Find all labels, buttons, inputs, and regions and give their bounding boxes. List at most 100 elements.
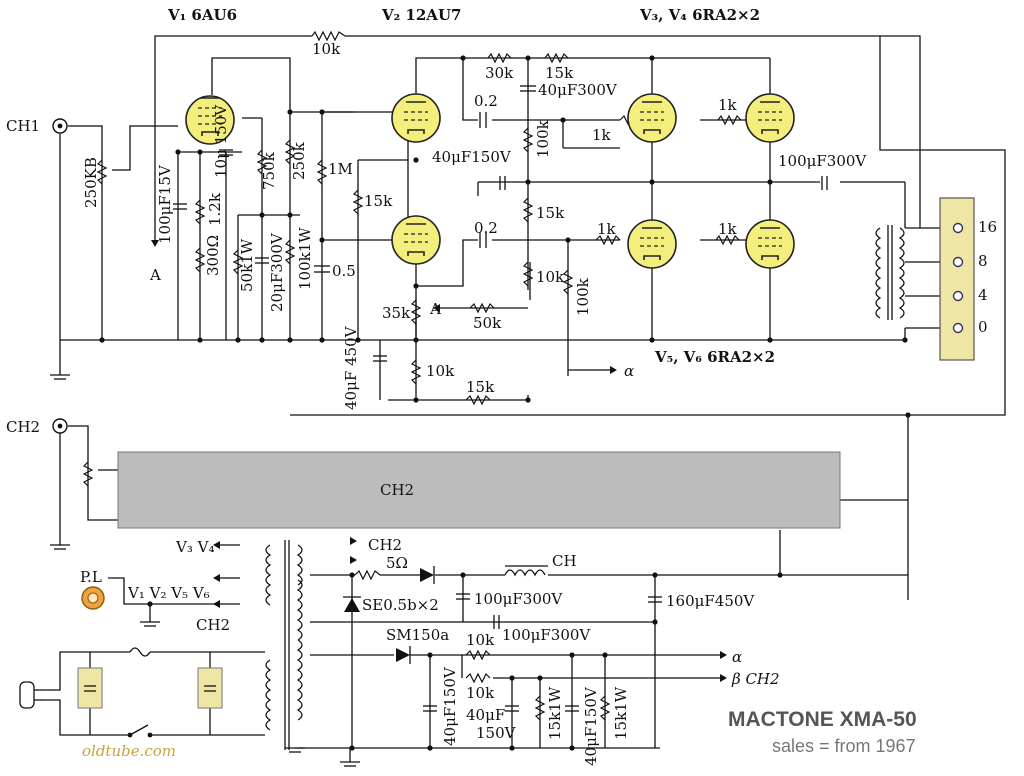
- c-40u-b-label: 40μF: [466, 706, 505, 724]
- resistors: [82, 30, 742, 721]
- c-100uf300-out-label: 100μF300V: [778, 152, 867, 170]
- r-300-label: 300Ω: [204, 235, 222, 276]
- c-40u-b2-label: 150V: [476, 724, 517, 742]
- c-160uf450-label: 160μF450V: [666, 592, 755, 610]
- r-1-2k-label: 1.2k: [206, 192, 224, 226]
- se-diode-label: SE0.5b×2: [362, 596, 439, 614]
- mains-section: [19, 647, 223, 738]
- pilot-lamp: [81, 586, 105, 610]
- tube-v5: [627, 219, 677, 269]
- terminal-4-label: 4: [978, 286, 988, 304]
- tube-v2b: [391, 215, 441, 265]
- pot-10k-label: 10k: [536, 268, 565, 286]
- terminal-0-label: 0: [978, 318, 988, 336]
- c-10u150-label: 10μ 150V: [212, 104, 230, 178]
- r-15k1w-a-label: 15k1W: [546, 686, 564, 740]
- heater-arrows: [151, 240, 727, 682]
- pot-250kb-label: 250KB: [82, 157, 100, 208]
- r-750k-label: 750k: [260, 151, 278, 190]
- model-title: MACTONE XMA-50: [728, 708, 917, 731]
- r-15k-top-label: 15k: [545, 64, 574, 82]
- wiring: [45, 35, 1006, 762]
- v2-title: V₂ 12AU7: [381, 6, 461, 24]
- c-20u300-label: 20μF300V: [268, 232, 286, 312]
- choke-coil: [504, 569, 546, 577]
- r-35k-label: 35k: [382, 304, 411, 322]
- c-40u450-label: 40μF 450V: [342, 325, 360, 410]
- node-a2-label: A: [429, 300, 441, 318]
- choke-label: CH: [552, 552, 577, 570]
- ch2-tap2-label: CH2: [196, 616, 230, 634]
- power-transformer: [265, 540, 303, 750]
- v34-title: V₃, V₄ 6RA2×2: [639, 6, 760, 24]
- v1-title: V₁ 6AU6: [167, 6, 237, 24]
- r-1k-a-label: 1k: [592, 126, 612, 144]
- c-40u150-a-label: 40μF150V: [441, 666, 459, 746]
- c-40uf150-label: 40μF150V: [432, 148, 512, 166]
- v56-title: V₅, V₆ 6RA2×2: [654, 348, 775, 366]
- tubes: [185, 93, 795, 269]
- tube-v3: [627, 93, 677, 143]
- c-100uf15-label: 100μF15V: [156, 164, 174, 244]
- r-15k-v2-label: 15k: [364, 192, 393, 210]
- ch2-tap-label: CH2: [368, 536, 402, 554]
- r-1k-c-label: 1k: [597, 220, 617, 238]
- beta-ch2-label: β CH2: [731, 670, 780, 688]
- c-100uf300-b-label: 100μF300V: [502, 626, 591, 644]
- ch2-label: CH2: [6, 418, 40, 436]
- r-15k-bot-label: 15k: [466, 378, 495, 396]
- r-1m-label: 1M: [328, 160, 353, 178]
- r-1k-d-label: 1k: [718, 220, 738, 238]
- pot-10k-b-label: 10k: [426, 362, 455, 380]
- tube-v6: [745, 219, 795, 269]
- input-jack-ch2[interactable]: [52, 418, 68, 434]
- c-02b-label: 0.2: [474, 219, 498, 237]
- r-15k1w-b-label: 15k1W: [612, 686, 630, 740]
- r-10k-top-label: 10k: [312, 40, 341, 58]
- diodes: [343, 566, 435, 664]
- input-jack-ch1[interactable]: [52, 118, 68, 134]
- alpha-top-label: α: [624, 362, 634, 380]
- speaker-terminal-strip: [939, 197, 975, 361]
- r-30k-label: 30k: [485, 64, 514, 82]
- power-labels: P.L V₃ V₄ V₁ V₂ V₅ V₆ CH2 CH2 5Ω CH SE0.…: [80, 536, 780, 766]
- r-100k-a-label: 100k: [534, 119, 552, 158]
- ch2-block: [117, 451, 841, 529]
- heater-v1256-label: V₁ V₂ V₅ V₆: [127, 584, 210, 602]
- capacitors: [173, 85, 828, 712]
- sm-diode-label: SM150a: [386, 626, 449, 644]
- ch2-block-label: CH2: [380, 481, 414, 499]
- r-50k1w-label: 50k1W: [238, 238, 256, 292]
- r-10k-b-label: 10k: [466, 684, 495, 702]
- tube-v4: [745, 93, 795, 143]
- component-labels: 10k 30k 15k 40μF300V 0.2 0.2 1k 1k 1k 1k…: [82, 40, 867, 410]
- heater-v34-label: V₃ V₄: [175, 538, 214, 556]
- terminal-16-label: 16: [978, 218, 997, 236]
- alpha-out-label: α: [732, 648, 742, 666]
- r-15k-mid-label: 15k: [536, 204, 565, 222]
- junction-dots: [99, 55, 911, 751]
- r-250k-label: 250k: [290, 141, 308, 180]
- site-watermark: oldtube.com: [82, 742, 176, 760]
- r-50k-label: 50k: [473, 314, 502, 332]
- pl-label: P.L: [80, 568, 102, 586]
- c-100uf300-a-label: 100μF300V: [474, 590, 563, 608]
- terminal-screws[interactable]: [952, 222, 964, 334]
- ground-symbols: [50, 374, 360, 767]
- sales-note: sales = from 1967: [772, 736, 916, 756]
- output-transformer: [875, 225, 905, 320]
- c-05-label: 0.5: [332, 262, 356, 280]
- tube-v2a: [391, 93, 441, 143]
- r-100k-b-label: 100k: [574, 277, 592, 316]
- c-40uf300-label: 40μF300V: [538, 81, 618, 99]
- r-1k-b-label: 1k: [718, 96, 738, 114]
- node-a1-label: A: [149, 266, 161, 284]
- r-10k-a-label: 10k: [466, 631, 495, 649]
- r-5-label: 5Ω: [386, 554, 408, 572]
- ch1-label: CH1: [6, 117, 40, 135]
- r-100k1w-label: 100k1W: [296, 227, 314, 290]
- c-02a-label: 0.2: [474, 92, 498, 110]
- c-40u150-c-label: 40μF150V: [582, 686, 600, 766]
- terminal-8-label: 8: [978, 252, 988, 270]
